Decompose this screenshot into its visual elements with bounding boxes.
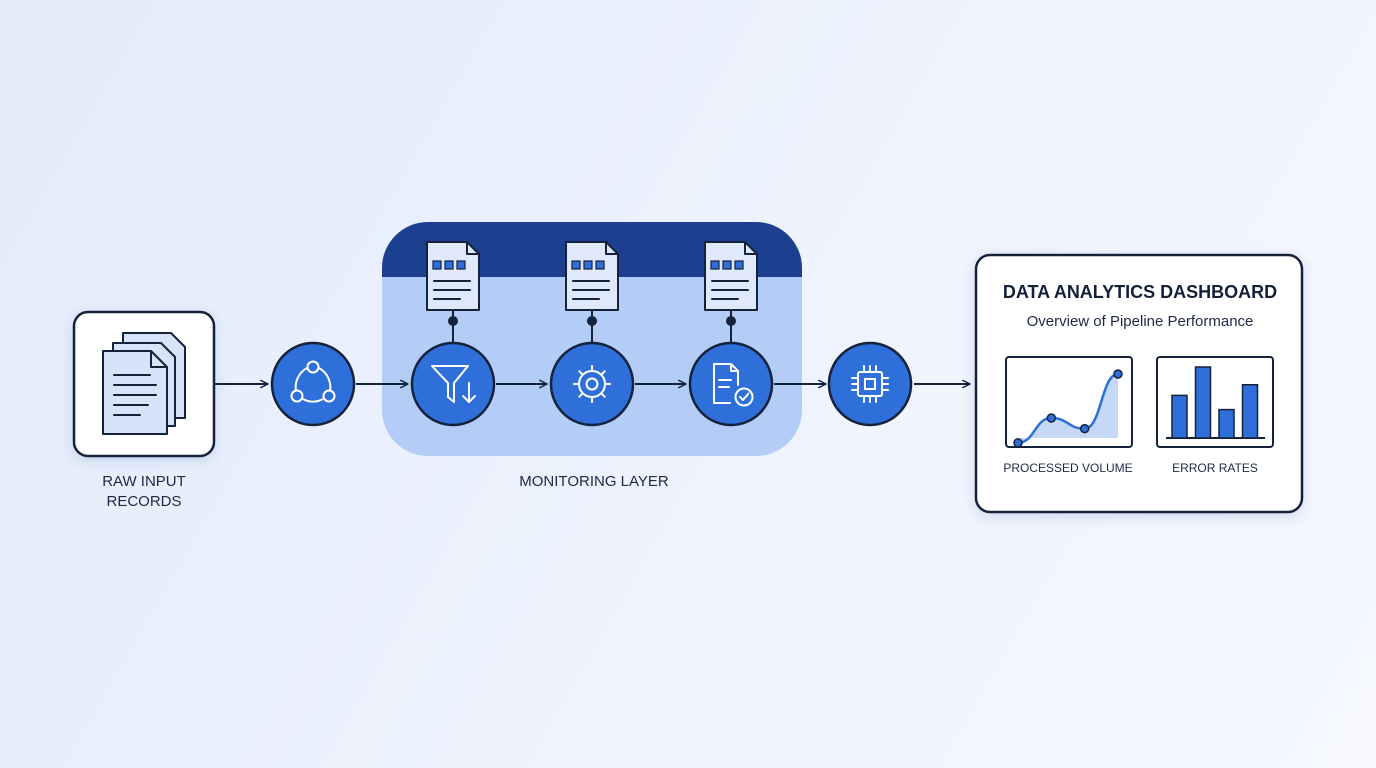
error-rate-bar-2 [1194,366,1212,439]
log-connectors [448,310,736,343]
document-check-icon [713,363,754,407]
volume-point-4 [1113,369,1123,379]
log-document-3 [704,241,758,311]
dashboard-title: DATA ANALYTICS DASHBOARD [1002,282,1278,302]
log-document-1 [426,241,480,311]
processor-chip-icon [851,365,889,403]
error-rates-chart [1166,366,1265,439]
processed-volume-label: PROCESSED VOLUME [1003,461,1133,475]
volume-point-1 [1013,438,1023,448]
error-rate-bar-1 [1171,394,1188,439]
volume-point-3 [1079,423,1090,434]
process-node[interactable] [549,341,635,427]
share-nodes-icon [290,360,336,403]
filter-node[interactable] [410,341,496,427]
raw-input-card[interactable] [72,310,216,458]
volume-point-2 [1046,413,1057,423]
volume-line [1017,372,1119,445]
error-rate-bar-4 [1241,384,1259,439]
monitoring-layer-label: MONITORING LAYER [519,473,669,490]
raw-input-label: RAW INPUT RECORDS [102,473,186,510]
dashboard-subtitle: Overview of Pipeline Performance [1026,313,1254,330]
dashboard-card[interactable] [974,253,1304,514]
error-rates-label: ERROR RATES [1172,461,1258,475]
documents-stack-icon [102,332,186,435]
processed-volume-chart [1013,369,1123,448]
gear-icon [573,365,611,403]
volume-area-fill [1018,374,1118,443]
filter-icon [431,365,476,403]
log-document-2 [565,241,619,311]
validate-node[interactable] [688,341,774,427]
error-rate-bar-3 [1218,408,1235,439]
ingest-node[interactable] [270,341,356,427]
compute-node[interactable] [827,341,913,427]
